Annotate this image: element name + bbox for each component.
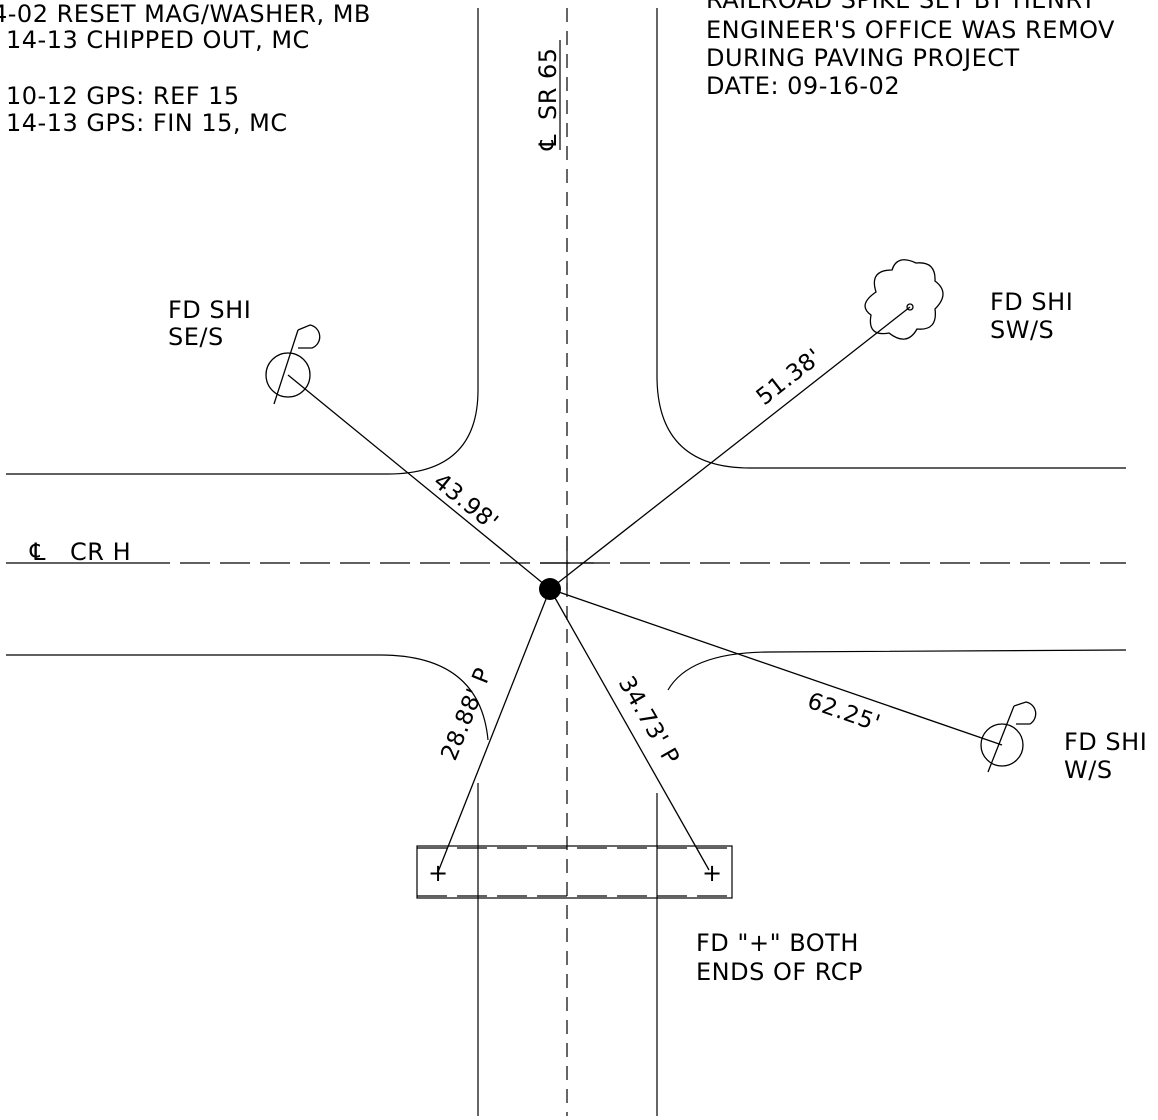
rcp-label-line: ENDS OF RCP [696,958,863,986]
centerline-label-sr-65: SR 65 [534,47,562,120]
road-edge-se [667,649,1127,691]
bush-icon [864,259,944,340]
history-note-line: 10-12 GPS: REF 15 [6,82,240,110]
distance-label-rcp-left: 28.88' P [436,664,497,764]
tie-lines [287,306,1003,873]
rcp-outline [416,845,733,899]
road-edges [6,8,1127,1116]
rcp-label-line: FD "+" BOTH [696,929,859,957]
tree-icon [265,324,321,405]
tie-line-w [549,588,1003,746]
remark-note-line: DURING PAVING PROJECT [706,44,1020,72]
distance-label-sw: 51.38' [752,344,827,411]
remark-note-line: RAILROAD SPIKE SET BY HENRY [706,0,1096,14]
reference-w-label-line: W/S [1064,756,1113,784]
centerlines: ℄ CR H ℄ SR 65 [6,8,1126,1116]
tie-line-se [287,374,551,590]
remark-notes: RAILROAD SPIKE SET BY HENRY ENGINEER'S O… [706,0,1115,100]
tie-line-rcp-right [549,588,710,871]
distance-label-se: 43.98' [428,468,503,536]
history-note-line: 14-13 CHIPPED OUT, MC [6,26,310,54]
reference-se-label-line: FD SHI [168,296,251,324]
distance-label-rcp-right: 34.73' P [613,672,684,769]
history-note-line: 14-13 GPS: FIN 15, MC [6,109,288,137]
centerline-symbol: ℄ [29,538,46,566]
reference-se-label-line: SE/S [168,323,224,351]
road-edge-sw [6,654,489,741]
history-notes: 4-02 RESET MAG/WASHER, MB 14-13 CHIPPED … [0,0,371,137]
distance-label-w: 62.25' [804,688,884,737]
tree-icon [980,701,1037,773]
centerline-label-cr-h: CR H [70,538,131,566]
centerline-symbol: ℄ [534,134,562,151]
tie-line-sw [549,306,911,590]
reference-w-label-line: FD SHI [1064,728,1147,756]
reference-sw-label-line: FD SHI [990,288,1073,316]
remark-note-line: ENGINEER'S OFFICE WAS REMOV [706,16,1115,44]
road-edge-ne [656,8,1126,469]
reference-sw-label-line: SW/S [990,316,1054,344]
tie-line-rcp-left [437,588,551,873]
remark-note-line: DATE: 09-16-02 [706,72,900,100]
rcp-culvert: + + FD "+" BOTH ENDS OF RCP [416,845,863,986]
monument-marker [539,578,561,600]
rcp-end-mark-left: + [428,859,449,887]
road-edge-nw [6,8,479,475]
history-note-line: 4-02 RESET MAG/WASHER, MB [0,0,371,28]
